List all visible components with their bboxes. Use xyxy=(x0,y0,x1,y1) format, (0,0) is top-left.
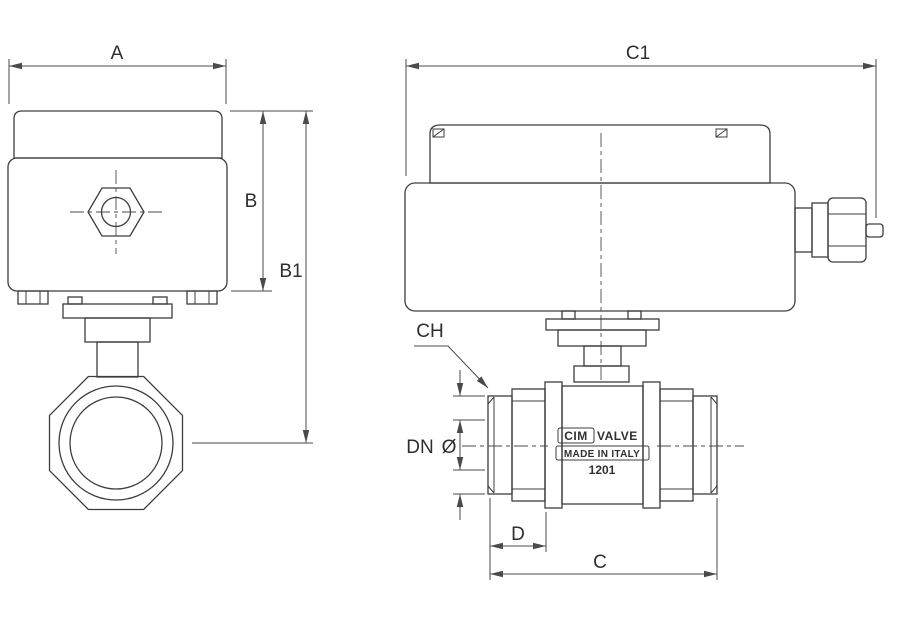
front-view: A xyxy=(7,43,313,511)
dimension-c: C xyxy=(490,498,718,580)
left-port xyxy=(487,388,546,502)
dimension-c1: C1 xyxy=(405,43,877,218)
dimension-d: D xyxy=(489,498,547,580)
origin-text: MADE IN ITALY xyxy=(564,449,640,460)
dim-label-diameter: Ø xyxy=(442,437,457,458)
dimension-b: B xyxy=(230,110,313,292)
dimension-b1: B1 xyxy=(192,111,313,444)
bracket-stem-front xyxy=(62,296,173,378)
dim-label-a: A xyxy=(111,43,124,64)
dim-label-ch: CH xyxy=(416,321,443,342)
lid-screw-right xyxy=(715,128,728,138)
valve-body-side: CIM VALVE MADE IN ITALY 1201 xyxy=(462,381,744,509)
actuator-side xyxy=(404,124,796,380)
dim-label-d: D xyxy=(511,524,525,545)
cable-entry-hex xyxy=(70,170,162,254)
brand-suffix-text: VALVE xyxy=(597,429,638,443)
dim-label-b1: B1 xyxy=(279,261,302,282)
dim-label-c1: C1 xyxy=(626,43,650,64)
right-port xyxy=(659,388,718,502)
bracket-stem-side xyxy=(545,310,660,383)
dim-label-c: C xyxy=(593,552,607,573)
valve-body-front xyxy=(48,375,184,511)
dimension-a: A xyxy=(8,43,227,104)
dimension-dn-diameter: DN Ø xyxy=(406,370,485,520)
dimension-ch: CH xyxy=(414,321,489,389)
actuator-front xyxy=(7,110,228,378)
cable-gland xyxy=(794,197,884,263)
lid-screw-left xyxy=(432,128,445,138)
cable xyxy=(865,223,884,238)
side-view: C1 xyxy=(404,43,884,580)
mounting-feet xyxy=(17,290,218,305)
dim-label-b: B xyxy=(245,191,258,212)
valve-markings: CIM VALVE MADE IN ITALY 1201 xyxy=(555,427,650,477)
brand-text: CIM xyxy=(564,429,588,443)
model-code-text: 1201 xyxy=(589,463,616,477)
dim-label-dn: DN xyxy=(406,437,433,458)
